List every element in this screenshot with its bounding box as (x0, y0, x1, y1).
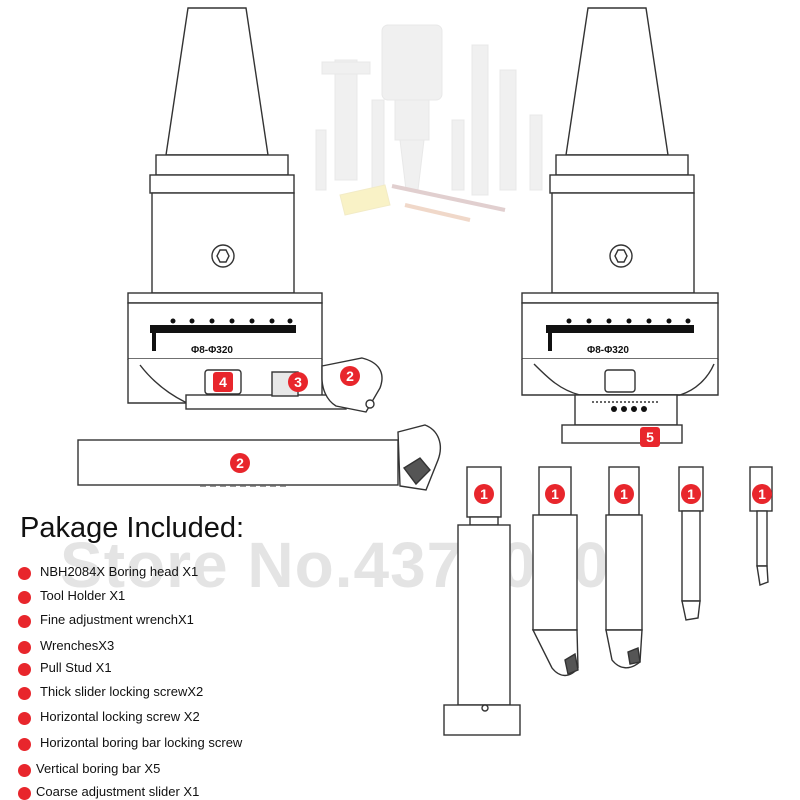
badge-bar-2: 1 (545, 484, 565, 504)
bullet-icon (18, 738, 31, 751)
bullet-icon (18, 641, 31, 654)
coarse-adjustment-slider (77, 424, 442, 491)
store-watermark: Store No.4378070 (60, 529, 610, 601)
bullet-icon (18, 663, 31, 676)
bullet-icon (18, 764, 31, 777)
badge-bar-3: 1 (614, 484, 634, 504)
badge-bar-4: 1 (681, 484, 701, 504)
badge-slider-head: 2 (340, 366, 360, 386)
badge-slider: 2 (230, 453, 250, 473)
bullet-icon (18, 615, 31, 628)
bullet-icon (18, 787, 31, 800)
badge-screw-5: 5 (640, 427, 660, 447)
badge-bar-1: 1 (474, 484, 494, 504)
badge-screw-4: 4 (213, 372, 233, 392)
badge-screw-3: 3 (288, 372, 308, 392)
bullet-icon (18, 591, 31, 604)
bullet-icon (18, 687, 31, 700)
boring-bars (443, 466, 773, 736)
diameter-range-label-right: Φ8-Φ320 (587, 345, 629, 356)
bullet-icon (18, 712, 31, 725)
bullet-icon (18, 567, 31, 580)
badge-bar-5: 1 (752, 484, 772, 504)
accessory-kit-photo (315, 24, 543, 222)
boring-head-right (521, 7, 719, 444)
diameter-range-label-left: Φ8-Φ320 (191, 345, 233, 356)
package-title: Pakage Included: (20, 512, 245, 544)
